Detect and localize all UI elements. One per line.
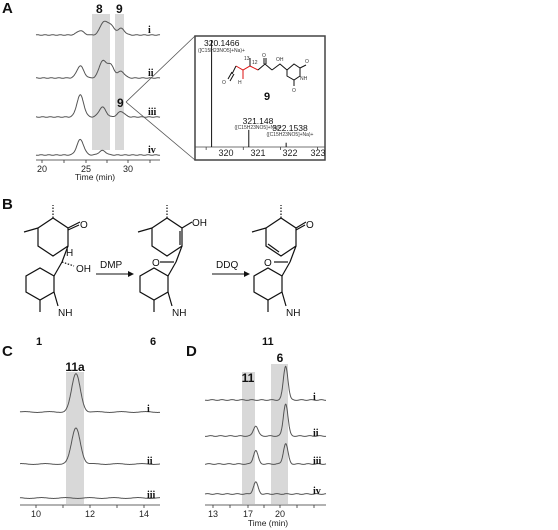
atom-label: O xyxy=(80,220,88,231)
oxygen-label: O xyxy=(262,53,266,59)
trace-label: i xyxy=(313,392,316,403)
tick-label: 12 xyxy=(85,509,95,519)
peak-label-6: 6 xyxy=(277,351,284,365)
tick-label: 322 xyxy=(282,148,297,158)
mz-label: 321.148 xyxy=(243,116,274,126)
trace-iii xyxy=(19,497,160,499)
nh-label: NH xyxy=(300,76,308,82)
highlight-band xyxy=(92,14,110,150)
trace-ii xyxy=(205,403,327,437)
tick-label: 20 xyxy=(275,509,285,519)
atom-label: OH xyxy=(76,264,91,275)
tick-label: 321 xyxy=(250,148,265,158)
trace-label: iii xyxy=(148,107,157,118)
trace-ii xyxy=(20,427,160,466)
formula-label: ([C15H23NO5]+Na)+ xyxy=(198,48,245,54)
peak-label-8: 8 xyxy=(96,2,103,16)
tick-label: 14 xyxy=(139,509,149,519)
panel-label-d: D xyxy=(186,343,197,360)
chromatogram-d: 11 6 i ii iii iv 13 17 20 Time (min) xyxy=(204,351,327,528)
peak-label-11a: 11a xyxy=(65,360,85,374)
atom-label: O xyxy=(152,258,160,269)
carbon-label: 12 xyxy=(252,60,258,66)
trace-label: i xyxy=(148,25,151,36)
pointer-label-9: 9 xyxy=(117,96,124,110)
compound-label-11: 11 xyxy=(262,336,274,348)
trace-iii xyxy=(205,443,327,465)
trace-i xyxy=(204,365,326,401)
tick-label: 320 xyxy=(218,148,233,158)
tick-label: 30 xyxy=(123,164,133,174)
highlight-band xyxy=(115,14,124,150)
chromatogram-c: 11a i ii iii 10 12 14 xyxy=(19,360,160,519)
tick-label: 323 xyxy=(310,148,325,158)
trace-label: iii xyxy=(313,456,322,467)
atom-label: O xyxy=(264,258,272,269)
trace-iv xyxy=(204,481,327,495)
trace-label: iv xyxy=(148,145,156,156)
tick-label: 13 xyxy=(208,509,218,519)
tick-label: 17 xyxy=(243,509,253,519)
atom-label: H xyxy=(66,248,73,259)
compound-label-9: 9 xyxy=(264,91,270,103)
chromatogram-a: 8 9 i ii iii iv 9 20 25 30 Time (min) xyxy=(35,2,161,182)
hydroxyl-label: OH xyxy=(276,57,284,63)
reagent-label-dmp: DMP xyxy=(100,260,123,271)
tick-label: 20 xyxy=(37,164,47,174)
trace-label: ii xyxy=(313,428,319,439)
trace-i xyxy=(35,20,161,36)
peak-label-9: 9 xyxy=(116,2,123,16)
compound-1-structure xyxy=(23,205,81,312)
formula-label: ([C15H23NO5]+Na)+ xyxy=(235,125,282,131)
inset-frame xyxy=(194,35,326,161)
atom-label: NH xyxy=(286,308,300,319)
compound-6-structure xyxy=(137,205,193,312)
peak-label-11: 11 xyxy=(242,371,255,385)
trace-label: ii xyxy=(147,456,153,467)
mz-label: 320.1466 xyxy=(204,38,240,48)
oxygen-label: O xyxy=(305,59,309,65)
trace-iii xyxy=(35,94,161,118)
panel-label-a: A xyxy=(2,0,13,17)
formula-label: ([C15H23NO5]+Na)+ xyxy=(267,132,314,138)
atom-label: OH xyxy=(192,218,207,229)
atom-label: O xyxy=(306,220,314,231)
tick-label: 25 xyxy=(81,164,91,174)
atom-label: NH xyxy=(172,308,186,319)
mz-label: 322.1538 xyxy=(272,123,308,133)
trace-label: i xyxy=(147,404,150,415)
highlight-band xyxy=(242,372,255,504)
ms-inset: 320.1466 ([C15H23NO5]+Na)+ 321.148 ([C15… xyxy=(194,35,326,161)
trace-label: iv xyxy=(313,486,321,497)
compound-11-structure xyxy=(251,205,307,312)
carbon-label: 13 xyxy=(244,56,250,62)
zoom-connector xyxy=(125,35,196,103)
oxygen-label: O xyxy=(292,88,296,94)
compound-label-6: 6 xyxy=(150,336,156,348)
compound-label-1: 1 xyxy=(36,336,42,348)
panel-label-b: B xyxy=(2,196,13,213)
tick-label: 10 xyxy=(31,509,41,519)
trace-label: iii xyxy=(147,490,156,501)
hydrogen-label: H xyxy=(238,80,242,86)
trace-i xyxy=(19,373,160,413)
reagent-label-ddq: DDQ xyxy=(216,260,238,271)
zoom-connector xyxy=(125,101,196,161)
trace-ii xyxy=(36,59,161,79)
trace-label: ii xyxy=(148,68,154,79)
atom-label: NH xyxy=(58,308,72,319)
panel-label-c: C xyxy=(2,343,13,360)
compound-9-structure xyxy=(227,58,307,86)
reaction-scheme: O H OH NH 1 DMP OH O NH 6 DDQ xyxy=(23,205,314,348)
trace-iv xyxy=(35,138,161,156)
highlight-band xyxy=(66,372,84,504)
oxygen-label: O xyxy=(222,80,226,86)
x-axis-label: Time (min) xyxy=(248,518,288,528)
x-axis-label: Time (min) xyxy=(75,172,115,182)
